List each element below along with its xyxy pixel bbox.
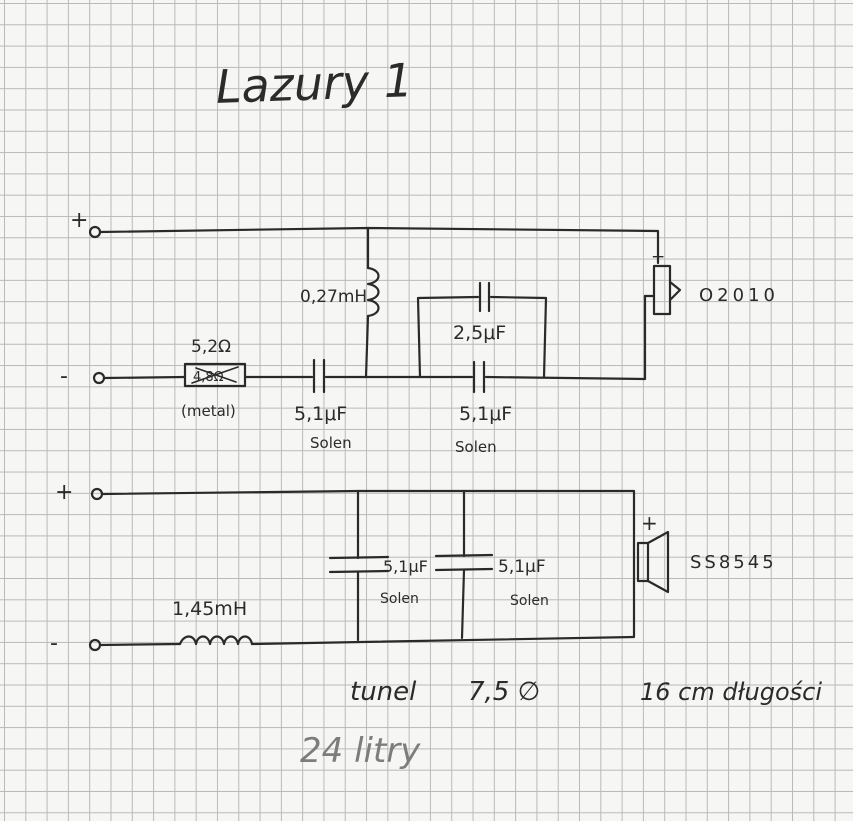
tweeter-model-label: O2010 bbox=[699, 285, 779, 306]
tunnel-length: 16 cm długości bbox=[640, 678, 822, 706]
resistor-strikethrough bbox=[191, 366, 239, 384]
woofer-speaker-symbol bbox=[636, 541, 650, 583]
woofer-wire-1 bbox=[98, 642, 182, 647]
tunnel-diameter: 7,5 ∅ bbox=[468, 677, 540, 707]
box-volume-note: 24 litry bbox=[300, 731, 421, 771]
woofer-plus-terminal bbox=[90, 487, 104, 501]
woofer-return-rail bbox=[250, 635, 636, 646]
resistor-value-label: 5,2Ω bbox=[191, 337, 231, 357]
resistor-type-label: (metal) bbox=[181, 402, 236, 420]
woofer-capacitor-2-value: 5,1μF bbox=[498, 557, 546, 577]
tweeter-plus-terminal bbox=[88, 225, 102, 239]
series-capacitor-2-symbol bbox=[472, 360, 486, 394]
woofer-polarity-mark: + bbox=[641, 511, 658, 535]
parallel-capacitor-symbol bbox=[478, 281, 491, 313]
tweeter-speaker-symbol bbox=[652, 264, 672, 316]
tweeter-positive-rail bbox=[98, 226, 660, 265]
series-capacitor-1-value: 5,1μF bbox=[294, 403, 347, 425]
series-capacitor-2-type: Solen bbox=[455, 438, 497, 456]
diagram-title: Lazury 1 bbox=[215, 53, 414, 114]
shunt-inductor-value: 0,27mH bbox=[300, 287, 367, 307]
tweeter-polarity-mark: + bbox=[651, 247, 665, 267]
inductor-lead-bottom bbox=[364, 314, 370, 379]
woofer-positive-rail bbox=[100, 489, 636, 638]
woofer-minus-label: - bbox=[50, 631, 58, 656]
woofer-capacitor-1-symbol bbox=[328, 555, 390, 574]
tunnel-label: tunel bbox=[350, 677, 417, 707]
tweeter-minus-terminal bbox=[92, 371, 106, 385]
resistor-crossed-value: 4,8Ω bbox=[193, 370, 224, 385]
tweeter-wire-1 bbox=[102, 375, 187, 380]
resistor-symbol bbox=[183, 362, 247, 388]
parallel-capacitor-value: 2,5μF bbox=[453, 322, 506, 344]
woofer-inductor-symbol bbox=[178, 635, 254, 646]
parallel-loop-left bbox=[416, 295, 480, 379]
woofer-capacitor-2-symbol bbox=[434, 553, 494, 572]
tweeter-speaker-cone bbox=[668, 280, 682, 302]
shunt-inductor-symbol bbox=[366, 266, 380, 318]
woofer-capacitor-1-type: Solen bbox=[380, 591, 419, 607]
tweeter-plus-label: + bbox=[70, 208, 88, 233]
woofer-capacitor-1-value: 5,1μF bbox=[383, 557, 428, 576]
woofer-plus-label: + bbox=[55, 480, 73, 505]
woofer-capacitor-2-type: Solen bbox=[510, 593, 549, 609]
series-capacitor-2-value: 5,1μF bbox=[459, 403, 512, 425]
tweeter-wire-4 bbox=[484, 294, 647, 381]
parallel-loop-right bbox=[489, 295, 548, 379]
tweeter-minus-label: - bbox=[60, 364, 68, 389]
woofer-minus-terminal bbox=[88, 638, 102, 652]
woofer-model-label: SS8545 bbox=[690, 552, 777, 573]
series-capacitor-1-symbol bbox=[312, 358, 326, 394]
series-capacitor-1-type: Solen bbox=[310, 434, 352, 452]
woofer-inductor-value: 1,45mH bbox=[172, 598, 247, 620]
woofer-speaker-cone bbox=[646, 530, 670, 594]
woofer-cap-2-leads bbox=[460, 489, 466, 640]
